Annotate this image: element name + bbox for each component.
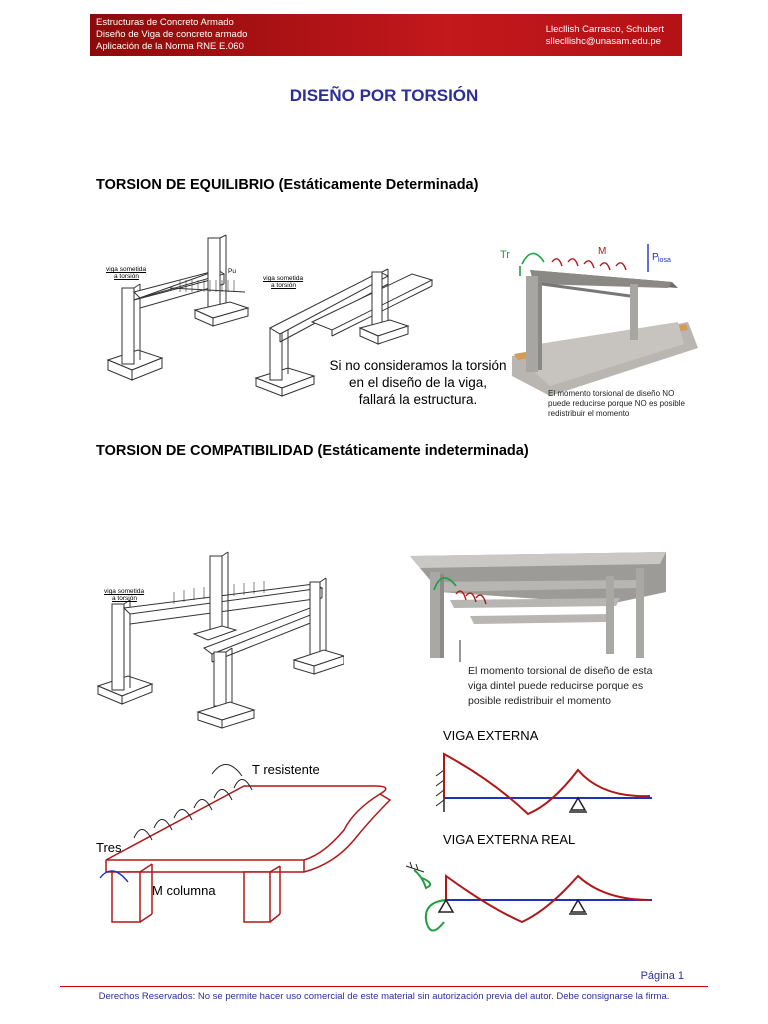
compatibility-photo-caption: El momento torsional de diseño de esta v… xyxy=(468,665,653,707)
viga-externa-moment-diagram xyxy=(435,752,652,816)
label-pu-1: Pu xyxy=(228,268,236,275)
section-heading-compatibility: TORSION DE COMPATIBILIDAD (Estáticamente… xyxy=(96,443,529,459)
header-line-3: Aplicación de la Norma RNE E.060 xyxy=(96,41,244,52)
label-viga-externa: VIGA EXTERNA xyxy=(443,728,539,743)
photo-label-p: P xyxy=(652,252,659,263)
torsion-resistance-diagram xyxy=(99,764,392,923)
label-tres: Tres xyxy=(96,840,122,855)
header-author: Llecllish Carrasco, Schubert xyxy=(545,24,664,35)
label-viga-externa-real: VIGA EXTERNA REAL xyxy=(443,832,576,847)
compatibility-photo xyxy=(410,552,666,662)
section-heading-equilibrium: TORSION DE EQUILIBRIO (Estáticamente Det… xyxy=(96,177,479,193)
photo-label-tr: Tr xyxy=(500,249,510,261)
header-author-info: Llecllish Carrasco, Schubert sllecllishc… xyxy=(546,24,664,48)
viga-externa-real-moment-diagram xyxy=(405,861,652,932)
header-email: sllecllishc@unasam.edu.pe xyxy=(545,36,661,47)
header-line-2: Diseño de Viga de concreto armado xyxy=(96,29,248,40)
equilibrium-frame-diagram-1 xyxy=(106,234,250,381)
photo-label-losa: losa xyxy=(658,257,671,264)
header-line-1: Estructuras de Concreto Armado xyxy=(96,17,234,28)
footer-divider xyxy=(60,986,708,987)
page-header: Estructuras de Concreto Armado Diseño de… xyxy=(90,14,682,56)
footer-copyright: Derechos Reservados: No se permite hacer… xyxy=(98,991,670,1002)
compatibility-frame-diagram xyxy=(96,551,344,729)
equilibrium-photo: Tr M P losa xyxy=(500,244,698,396)
equilibrium-frame-diagram-2 xyxy=(254,268,434,397)
header-course-info: Estructuras de Concreto Armado Diseño de… xyxy=(96,17,247,53)
page-title: DISEÑO POR TORSIÓN xyxy=(289,86,479,105)
equilibrium-note: Si no consideramos la torsión en el dise… xyxy=(329,358,507,407)
label-t-resistente: T resistente xyxy=(252,762,320,777)
photo-label-m: M xyxy=(598,246,606,257)
label-m-columna: M columna xyxy=(152,883,216,898)
page-number: Página 1 xyxy=(640,970,684,982)
equilibrium-photo-caption: El momento torsional de diseño NO puede … xyxy=(548,389,685,418)
